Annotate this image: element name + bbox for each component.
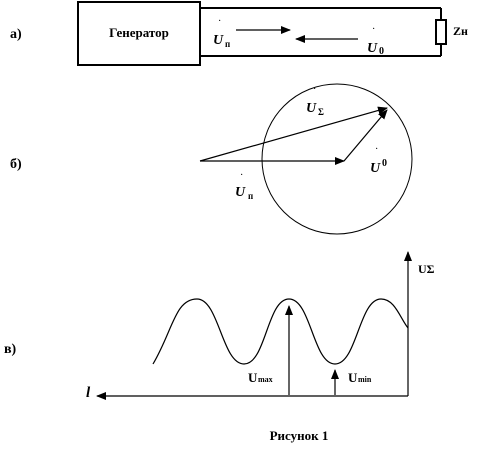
load-resistor [435, 19, 447, 45]
u-max-symbol: U [248, 370, 258, 385]
incident-vector-label: · U п [235, 170, 253, 201]
panel-c-label: в) [4, 342, 17, 357]
panel-a: а) Генератор Zн · U п · U 0 [10, 1, 468, 66]
x-axis-label: l [86, 385, 91, 401]
generator-label: Генератор [109, 25, 169, 40]
figure-caption: Рисунок 1 [270, 428, 329, 443]
incident-wave-symbol: U [213, 33, 224, 48]
reflection-circle [261, 83, 413, 235]
reflected-wave-dot: · [372, 24, 375, 35]
incident-vector-symbol: U [235, 185, 246, 200]
sum-vector-symbol: U [306, 101, 317, 116]
panel-a-label: а) [10, 27, 22, 42]
reflected-vector-label: · U 0 [370, 144, 387, 176]
u-min-subscript: min [358, 375, 372, 384]
u-max-label: U max [248, 370, 273, 385]
incident-wave-subscript: п [225, 39, 230, 49]
generator-box [77, 1, 201, 66]
reflected-wave-label: · U 0 [367, 24, 384, 57]
panel-b-label: б) [10, 157, 22, 172]
incident-vector-subscript: п [248, 191, 253, 201]
standing-wave-curve [152, 298, 409, 365]
incident-wave-label: · U п [213, 16, 230, 49]
u-min-symbol: U [348, 370, 358, 385]
sum-vector-dot: · [313, 84, 316, 95]
reflected-vector-subscript: 0 [382, 158, 387, 169]
reflected-vector-dot: · [375, 144, 378, 155]
reflected-vector-symbol: U [370, 161, 381, 176]
sum-vector-subscript: Σ [318, 107, 324, 117]
u-min-label: U min [348, 370, 372, 385]
sum-vector [199, 106, 388, 162]
incident-wave-dot: · [218, 16, 221, 27]
panel-c: в) UΣ l U max U min [4, 251, 435, 401]
reflected-vector [343, 109, 388, 162]
reflected-wave-subscript: 0 [379, 46, 384, 57]
u-max-subscript: max [258, 375, 273, 384]
sum-vector-label: · U Σ [306, 84, 324, 117]
load-label: Zн [453, 24, 468, 38]
incident-vector-dot: · [240, 170, 243, 181]
panel-b: б) · U Σ · U 0 · U п [10, 83, 413, 235]
reflected-wave-symbol: U [367, 41, 378, 56]
y-axis-label: UΣ [418, 262, 435, 276]
